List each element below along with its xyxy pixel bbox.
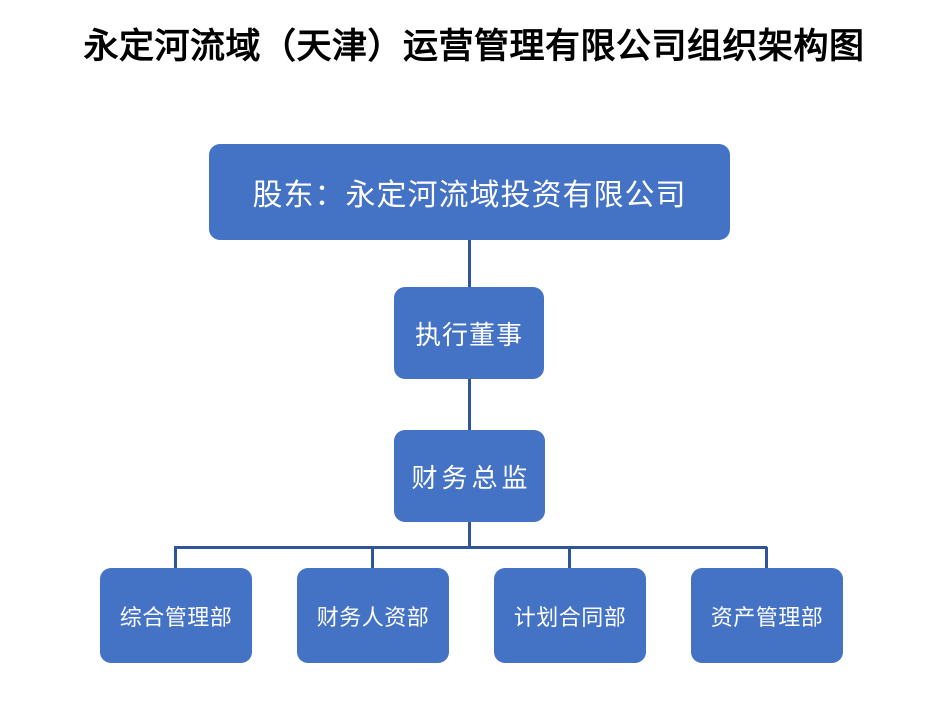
org-node-department[interactable]: 资产管理部 [691, 568, 843, 663]
org-node-executive-director-label: 执行董事 [414, 319, 523, 350]
org-node-cfo[interactable]: 财务总监 [394, 430, 545, 522]
org-node-department-label: 资产管理部 [710, 604, 824, 630]
org-node-department-label: 计划合同部 [513, 604, 627, 630]
org-node-shareholder[interactable]: 股东：永定河流域投资有限公司 [209, 144, 730, 240]
org-node-department-label: 综合管理部 [119, 604, 233, 630]
org-node-department[interactable]: 综合管理部 [100, 568, 252, 663]
org-node-department[interactable]: 计划合同部 [494, 568, 646, 663]
org-node-department-label: 财务人资部 [316, 604, 430, 630]
org-node-executive-director[interactable]: 执行董事 [394, 287, 544, 379]
org-node-shareholder-label: 股东：永定河流域投资有限公司 [252, 179, 687, 212]
org-node-cfo-label: 财务总监 [411, 462, 532, 493]
org-node-department[interactable]: 财务人资部 [297, 568, 449, 663]
page-title: 永定河流域（天津）运营管理有限公司组织架构图 [83, 27, 865, 66]
